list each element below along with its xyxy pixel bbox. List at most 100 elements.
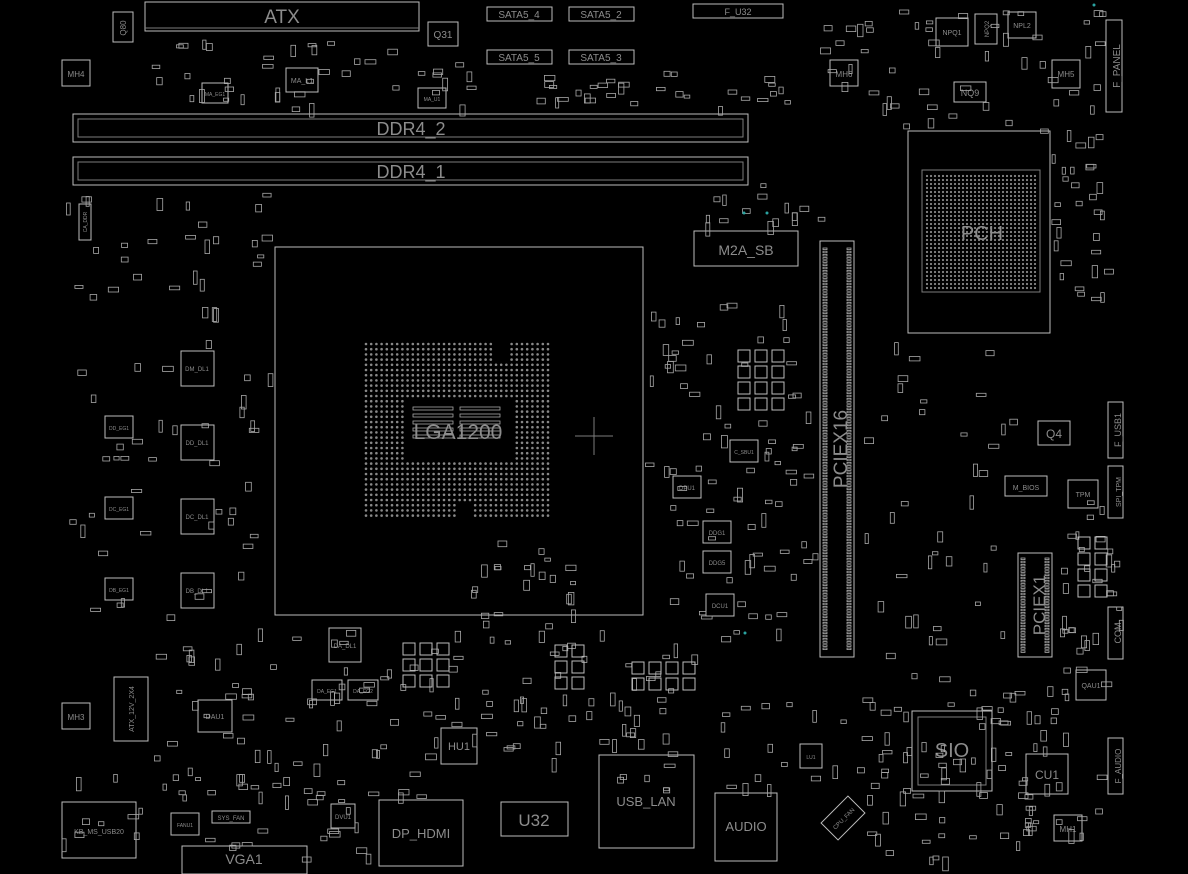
- socket-pin: [437, 384, 441, 387]
- socket-pin: [453, 347, 456, 351]
- slot-pin: [822, 631, 828, 635]
- pch-ball: [973, 242, 977, 246]
- passive-component: [262, 192, 272, 198]
- slot-pin: [846, 500, 852, 503]
- pch-ball: [1029, 202, 1033, 206]
- svg-text:MH3: MH3: [68, 713, 85, 722]
- passive-component: [1040, 730, 1047, 742]
- pch-ball: [1029, 198, 1033, 202]
- slot-pin: [822, 634, 828, 638]
- passive-component: [191, 701, 199, 711]
- socket-pin: [395, 457, 399, 460]
- capacitor: [571, 660, 585, 674]
- pch-ball: [1013, 178, 1017, 182]
- ddr4-2-slot: DDR4_2: [72, 113, 749, 143]
- socket-pin: [541, 389, 545, 393]
- socket-pin: [395, 503, 399, 507]
- slot-pin: [846, 570, 852, 574]
- socket-pin: [427, 394, 430, 398]
- socket-pin: [541, 415, 545, 419]
- pch-ball: [1001, 174, 1005, 178]
- socket-pad: [459, 420, 501, 425]
- socket-pin: [479, 503, 482, 507]
- pch-ball: [925, 222, 929, 226]
- socket-pin: [473, 483, 477, 486]
- socket-pin: [541, 431, 545, 434]
- pch-ball: [973, 214, 977, 218]
- socket-pin: [453, 373, 456, 377]
- slot-pin: [846, 638, 852, 641]
- socket-pin: [489, 498, 493, 502]
- passive-component: [454, 697, 460, 710]
- socket-pin: [541, 483, 545, 486]
- passive-component: [435, 715, 446, 720]
- slot-pin: [846, 317, 852, 321]
- socket-pin: [364, 441, 368, 445]
- pch-ball: [1001, 222, 1005, 226]
- socket-pin: [421, 477, 425, 481]
- slot-pin: [846, 257, 852, 260]
- passive-component: [113, 455, 120, 461]
- pch-ball: [1021, 258, 1025, 262]
- passive-component: [345, 807, 351, 815]
- socket-pin: [531, 384, 534, 387]
- capacitor: [771, 381, 785, 395]
- socket-pin: [375, 373, 378, 377]
- socket-pin: [489, 462, 493, 465]
- socket-pin: [458, 467, 461, 471]
- socket-pin: [380, 358, 383, 361]
- passive-component: [85, 196, 90, 207]
- socket-pin: [390, 446, 394, 450]
- socket-pin: [437, 373, 441, 377]
- socket-pin: [499, 379, 503, 382]
- socket-pin: [369, 472, 373, 476]
- svg-text:NQ9: NQ9: [961, 88, 980, 98]
- socket-pin: [494, 514, 498, 517]
- socket-pin: [484, 483, 487, 486]
- passive-component: [1086, 163, 1097, 169]
- pch-ball: [1017, 202, 1021, 206]
- pch-ball: [957, 178, 961, 182]
- socket-pin: [395, 514, 399, 517]
- passive-component: [341, 70, 351, 77]
- socket-pin: [369, 389, 373, 393]
- socket-pin: [395, 358, 399, 361]
- slot-pin: [1020, 608, 1026, 612]
- capacitor: [1077, 568, 1091, 582]
- passive-component: [971, 757, 976, 765]
- socket-pin: [385, 493, 389, 497]
- pch-ball: [1029, 286, 1033, 290]
- pch-ball: [985, 282, 989, 286]
- slot-pin: [822, 596, 828, 599]
- passive-component: [737, 487, 744, 503]
- socket-pin: [416, 347, 420, 351]
- pch-ball: [1017, 190, 1021, 194]
- socket-pin: [531, 457, 534, 460]
- socket-pin: [468, 347, 472, 351]
- passive-component: [517, 721, 524, 727]
- socket-pin: [515, 467, 519, 471]
- pch-ball: [937, 202, 941, 206]
- pch-ball: [1025, 190, 1029, 194]
- socket-pin: [427, 342, 430, 346]
- socket-pin: [484, 342, 487, 346]
- socket-pin: [411, 384, 415, 387]
- passive-component: [651, 311, 657, 322]
- socket-pin: [510, 363, 513, 367]
- slot-pin: [822, 455, 828, 459]
- passive-component: [189, 95, 195, 103]
- pch-ball: [989, 214, 993, 218]
- passive-component: [567, 642, 576, 649]
- socket-pin: [536, 405, 539, 408]
- slot-pin: [822, 471, 828, 475]
- pch-ball: [1017, 246, 1021, 250]
- passive-component: [1095, 808, 1103, 815]
- pch-ball: [925, 202, 929, 206]
- pch-ball: [925, 270, 929, 274]
- passive-component: [162, 365, 174, 372]
- passive-component: [960, 85, 972, 91]
- socket-pin: [395, 509, 399, 512]
- passive-component: [877, 601, 885, 613]
- pch-ball: [989, 218, 993, 222]
- slot-pin: [1020, 621, 1026, 625]
